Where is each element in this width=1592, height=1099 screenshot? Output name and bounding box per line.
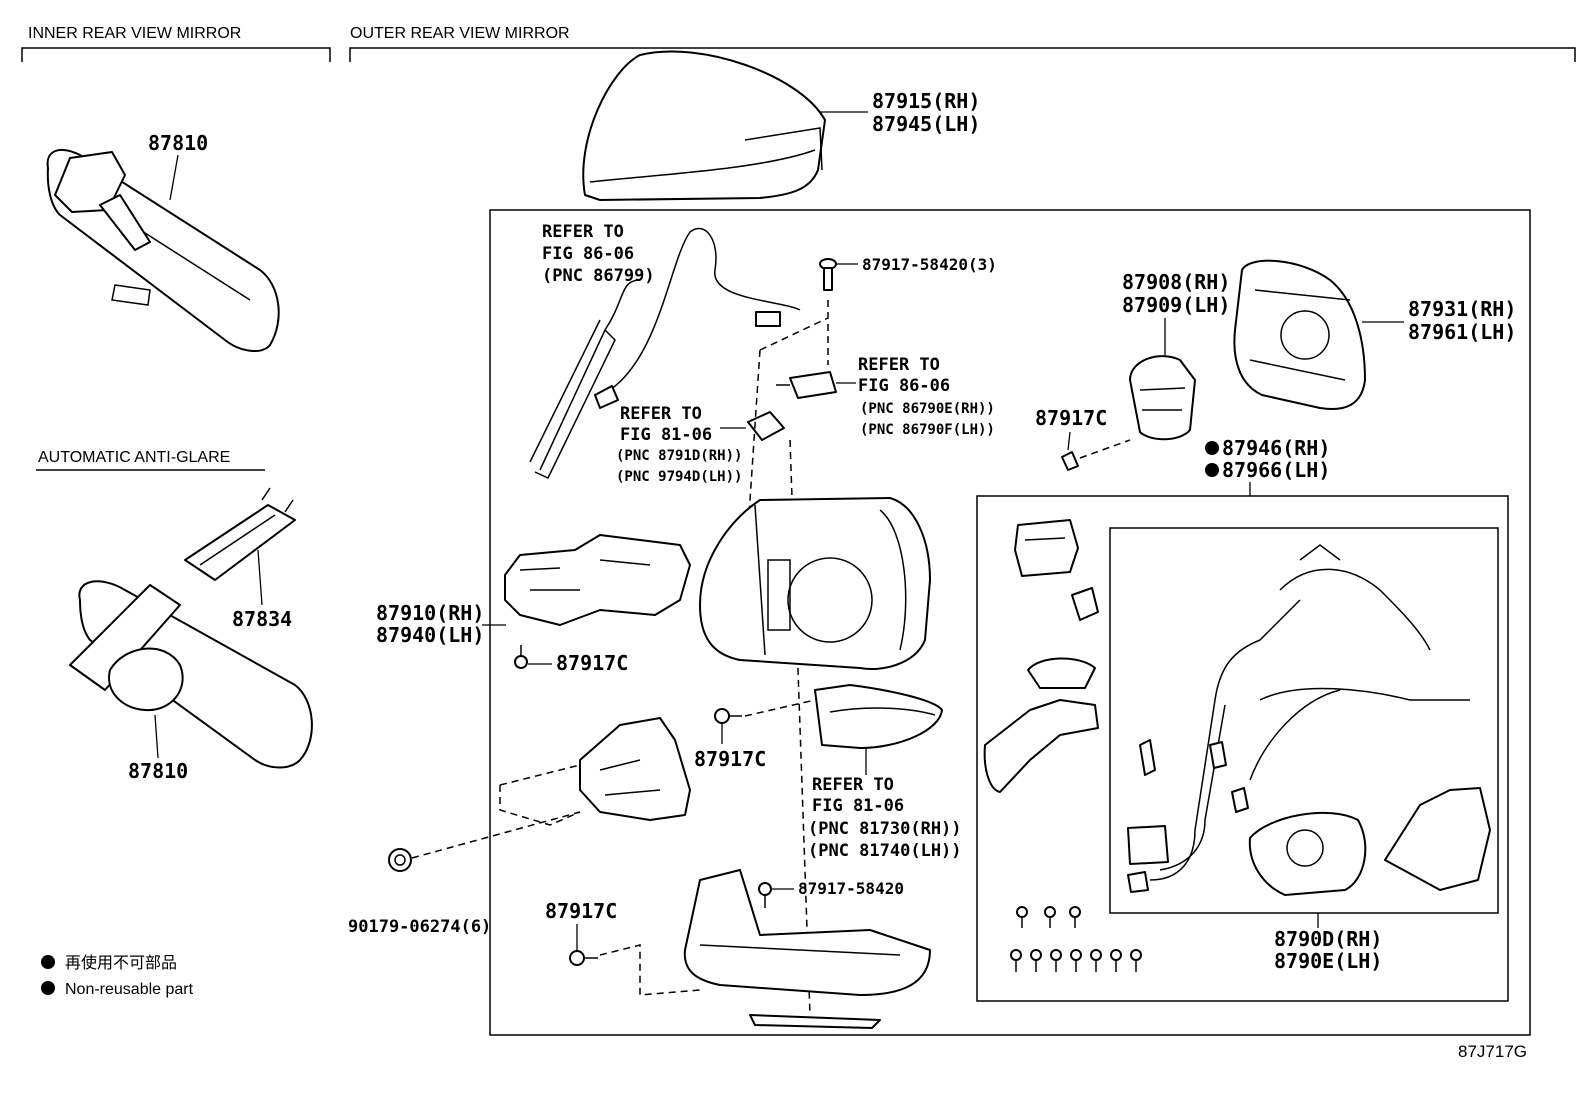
label-8790e: 8790E(LH) <box>1274 949 1382 973</box>
wiring-harness-86799: REFER TO FIG 86-06 (PNC 86799) <box>529 222 801 479</box>
ref-8791d-l3: (PNC 8791D(RH)) <box>616 448 742 464</box>
label-87917c-c: 87917C <box>694 747 766 771</box>
label-87915: 87915(RH) <box>872 89 980 113</box>
label-87910: 87910(RH) <box>376 601 484 625</box>
mirror-cover-87915: 87915(RH) 87945(LH) <box>582 50 980 201</box>
section-title-inner: INNER REAR VIEW MIRROR <box>28 25 241 42</box>
mirror-glass-87931: 87931(RH) 87961(LH) <box>1233 259 1516 410</box>
ref-81730-l1: REFER TO <box>812 775 894 795</box>
ref-81730-l3: (PNC 81730(RH)) <box>808 819 962 839</box>
section-header-outer: OUTER REAR VIEW MIRROR <box>349 25 1576 62</box>
kit-frame <box>976 495 1509 1002</box>
outer-mirror-frame <box>489 209 1531 1036</box>
ref-81730-l4: (PNC 81740(LH)) <box>808 841 962 861</box>
label-87946: 87946(RH) <box>1222 436 1330 460</box>
label-87908: 87908(RH) <box>1122 270 1230 294</box>
grommet-90179: 90179-06274(6) <box>348 811 581 937</box>
screw-87917-58420: 87917-58420 <box>758 879 904 908</box>
non-reusable-marker <box>1205 441 1219 455</box>
connector-86790: REFER TO FIG 86-06 (PNC 86790E(RH)) (PNC… <box>776 355 995 438</box>
lower-base <box>683 869 931 1029</box>
label-87961: 87961(LH) <box>1408 320 1516 344</box>
screw-set <box>1010 906 1142 972</box>
ref-86790-l1: REFER TO <box>858 355 940 375</box>
label-87810-bottom: 87810 <box>128 759 188 783</box>
ref-8791d-l4: (PNC 9794D(LH)) <box>616 469 742 485</box>
label-87909: 87909(LH) <box>1122 293 1230 317</box>
screw-87917c-bottom: 87917C <box>545 899 701 996</box>
legend-bullet <box>41 981 55 995</box>
ref-86799-l1: REFER TO <box>542 222 624 242</box>
ref-86799-l3: (PNC 86799) <box>542 266 655 286</box>
screw-87917-58420-3: 87917-58420(3) <box>819 255 997 365</box>
retract-motor <box>499 717 691 826</box>
label-87940: 87940(LH) <box>376 623 484 647</box>
frame-87910: 87910(RH) 87940(LH) <box>376 534 691 647</box>
legend-en: Non-reusable part <box>65 981 194 998</box>
ref-86790-l4: (PNC 86790F(LH)) <box>860 422 995 438</box>
ref-81730-l2: FIG 81-06 <box>812 796 904 816</box>
anti-glare-cover-87834: 87834 <box>184 487 296 631</box>
section-title-anti-glare: AUTOMATIC ANTI-GLARE <box>38 449 230 466</box>
ref-86790-l2: FIG 86-06 <box>858 376 950 396</box>
kit-87946: 87946(RH) 87966(LH) <box>976 436 1509 1002</box>
label-87966: 87966(LH) <box>1222 458 1330 482</box>
label-90179: 90179-06274(6) <box>348 917 491 937</box>
ref-8791d-l1: REFER TO <box>620 404 702 424</box>
non-reusable-marker <box>1205 463 1219 477</box>
label-8790d: 8790D(RH) <box>1274 927 1382 951</box>
screw-87917c-frame: 87917C <box>514 645 628 675</box>
figure-code: 87J717G <box>1458 1042 1527 1061</box>
ref-86790-l3: (PNC 86790E(RH)) <box>860 401 995 417</box>
kit-8790d: 8790D(RH) 8790E(LH) <box>1109 527 1499 973</box>
inner-mirror-87810-bottom: 87810 <box>69 580 313 783</box>
legend: 再使用不可部品 Non-reusable part <box>41 954 194 998</box>
label-87834: 87834 <box>232 607 292 631</box>
ref-86799-l2: FIG 86-06 <box>542 244 634 264</box>
connector-8791d: REFER TO FIG 81-06 (PNC 8791D(RH)) (PNC … <box>616 317 829 1016</box>
label-87917c-a: 87917C <box>1035 406 1107 430</box>
kit-inner-frame <box>1109 527 1499 914</box>
label-87810-top: 87810 <box>148 131 208 155</box>
section-header-inner: INNER REAR VIEW MIRROR <box>21 25 331 62</box>
label-87917-58420: 87917-58420 <box>798 879 904 898</box>
kit-contents-left <box>983 519 1142 972</box>
section-title-outer: OUTER REAR VIEW MIRROR <box>350 25 570 42</box>
screw-87917c-mid: 87917C <box>694 699 816 771</box>
label-87917c-d: 87917C <box>545 899 617 923</box>
turn-signal-81730: REFER TO FIG 81-06 (PNC 81730(RH)) (PNC … <box>808 684 962 861</box>
screw-87917c-actuator: 87917C <box>1035 406 1131 471</box>
section-header-anti-glare: AUTOMATIC ANTI-GLARE <box>36 449 265 471</box>
legend-bullet <box>41 955 55 969</box>
label-87945: 87945(LH) <box>872 112 980 136</box>
inner-mirror-87810-top: 87810 <box>46 131 280 352</box>
legend-jp: 再使用不可部品 <box>65 954 177 972</box>
mirror-body <box>699 497 931 671</box>
actuator-87908: 87908(RH) 87909(LH) <box>1122 270 1230 441</box>
label-87931: 87931(RH) <box>1408 297 1516 321</box>
ref-8791d-l2: FIG 81-06 <box>620 425 712 445</box>
label-87917-58420-3: 87917-58420(3) <box>862 255 997 274</box>
label-87917c-b: 87917C <box>556 651 628 675</box>
